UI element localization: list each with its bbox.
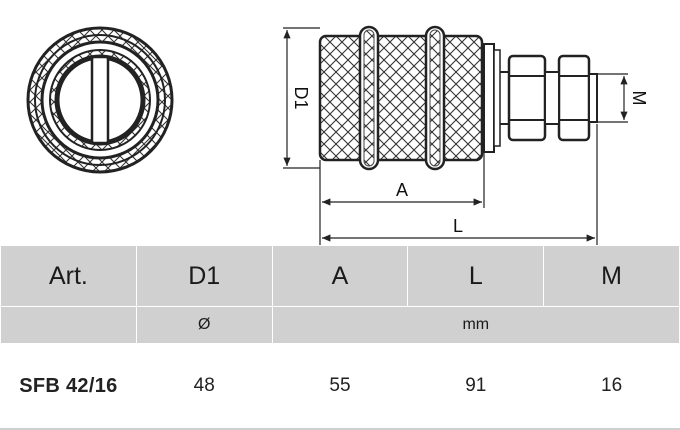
dim-label-d1: D1 [291, 86, 311, 109]
table-row: SFB 42/16 48 55 91 16 [0, 343, 680, 430]
cell-m: 16 [543, 343, 680, 430]
header-row: Art. D1 A L M [0, 245, 680, 307]
header-a: A [271, 245, 409, 307]
cell-l: 91 [407, 343, 545, 430]
cell-art: SFB 42/16 [0, 343, 137, 430]
unit-row: Ø mm [0, 306, 680, 344]
header-m: M [543, 245, 680, 307]
side-view [318, 25, 598, 171]
cell-a: 55 [271, 343, 409, 430]
unit-art-empty [0, 306, 137, 344]
dim-label-a: A [396, 180, 408, 200]
cell-d1: 48 [135, 343, 273, 430]
spec-table: Art. D1 A L M Ø mm SFB 42/16 48 55 91 16 [0, 245, 680, 430]
end-view [26, 26, 174, 174]
header-l: L [407, 245, 545, 307]
dim-label-m: M [629, 91, 649, 106]
unit-length: mm [271, 306, 680, 344]
dim-label-l: L [453, 216, 463, 236]
technical-drawing: D1 M A L [26, 25, 649, 245]
header-d1: D1 [135, 245, 273, 307]
dimension-lines [283, 27, 628, 245]
header-art: Art. [0, 245, 137, 307]
unit-d1: Ø [135, 306, 273, 344]
